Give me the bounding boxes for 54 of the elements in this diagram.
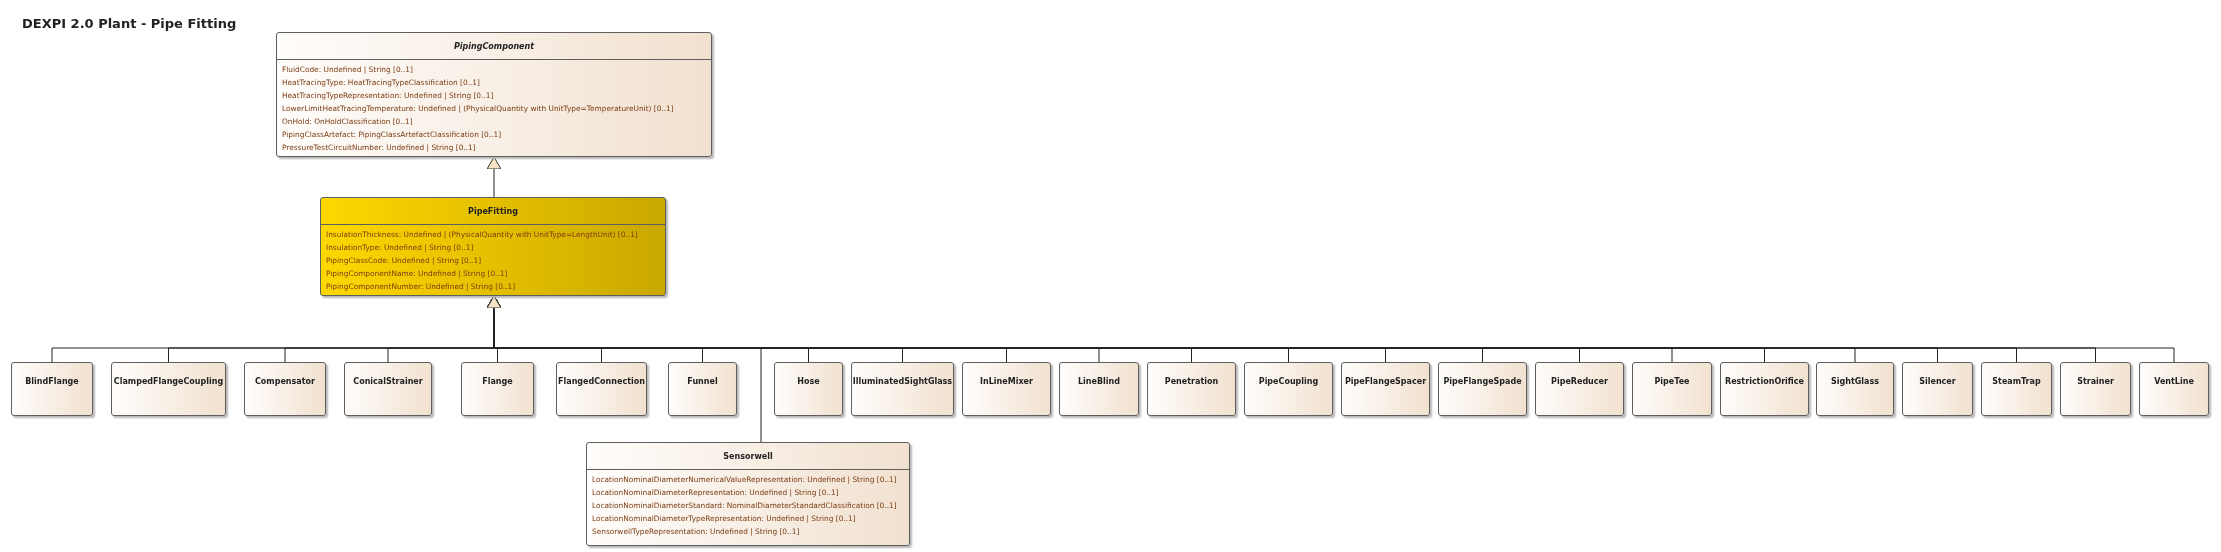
class-box <box>111 362 226 416</box>
class-box <box>1632 362 1712 416</box>
class-box <box>851 362 954 416</box>
class-box <box>1902 362 1973 416</box>
class-box <box>1816 362 1894 416</box>
class-name: SightGlass <box>1830 376 1880 386</box>
class-name: ConicalStrainer <box>352 376 424 386</box>
class-box <box>2060 362 2131 416</box>
class-box <box>276 32 712 157</box>
class-name: Compensator <box>254 376 316 386</box>
class-box <box>556 362 647 416</box>
class-box <box>11 362 93 416</box>
class-name: BlindFlange <box>24 376 80 386</box>
class-box <box>1535 362 1624 416</box>
class-name: SteamTrap <box>1991 376 2042 386</box>
class-box <box>586 442 910 546</box>
class-box <box>1059 362 1139 416</box>
class-name: PipeFlangeSpacer <box>1343 376 1428 386</box>
class-name: PipingComponent <box>452 41 536 53</box>
class-name: Silencer <box>1918 376 1957 386</box>
class-box <box>1720 362 1809 416</box>
class-name: Funnel <box>686 376 719 386</box>
class-name: PipeCoupling <box>1257 376 1320 386</box>
class-name: Strainer <box>2076 376 2115 386</box>
class-name: Flange <box>481 376 514 386</box>
class-box <box>244 362 326 416</box>
class-box <box>320 197 666 296</box>
class-name: Sensorwell <box>722 451 774 463</box>
class-name: FlangedConnection <box>557 376 646 386</box>
class-name: RestrictionOrifice <box>1724 376 1805 386</box>
class-name: IlluminatedSightGlass <box>852 376 953 386</box>
class-box <box>774 362 843 416</box>
class-box <box>2139 362 2209 416</box>
class-box <box>1147 362 1236 416</box>
class-box <box>962 362 1051 416</box>
class-box <box>1341 362 1430 416</box>
class-name: PipeReducer <box>1550 376 1609 386</box>
class-box <box>1244 362 1333 416</box>
class-name: PipeTee <box>1653 376 1691 386</box>
class-box <box>344 362 432 416</box>
class-name: Penetration <box>1163 376 1220 386</box>
class-box <box>668 362 737 416</box>
class-name: PipeFlangeSpade <box>1442 376 1523 386</box>
class-box <box>1438 362 1527 416</box>
class-name: VentLine <box>2153 376 2195 386</box>
diagram-title: DEXPI 2.0 Plant - Pipe Fitting <box>22 16 237 31</box>
class-name: LineBlind <box>1077 376 1121 386</box>
class-box <box>461 362 534 416</box>
class-box <box>1981 362 2052 416</box>
class-name: InLineMixer <box>979 376 1034 386</box>
class-name: PipeFitting <box>467 206 519 218</box>
class-name: ClampedFlangeCoupling <box>112 376 225 386</box>
generalization-arrow <box>486 156 502 198</box>
class-name: Hose <box>796 376 821 386</box>
